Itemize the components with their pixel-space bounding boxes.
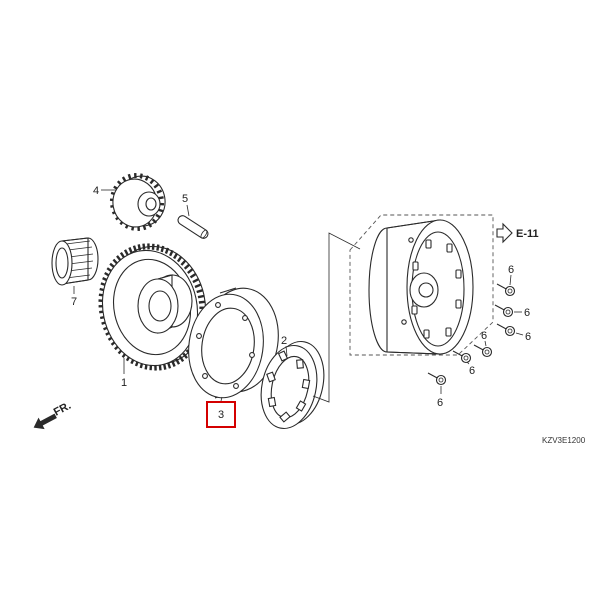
gear-part-1[interactable] <box>92 237 216 374</box>
gear-tooth <box>121 176 127 182</box>
label-part-2: 2 <box>281 335 287 347</box>
label-part-6: 6 <box>437 397 443 409</box>
gear-tooth <box>173 252 179 260</box>
needle-bearing-part-7[interactable] <box>51 237 99 286</box>
gear-tooth <box>182 352 188 359</box>
drawing-code: KZV3E1200 <box>542 436 586 445</box>
reference-label[interactable]: E-11 <box>516 228 539 240</box>
gear-tooth <box>187 268 194 274</box>
gear-tooth <box>158 196 164 200</box>
gear-tooth <box>155 213 161 219</box>
gear-tooth <box>167 362 172 369</box>
gear-tooth <box>176 256 183 263</box>
assembly-connector-line <box>312 232 361 403</box>
label-part-7: 7 <box>71 296 77 308</box>
gear-tooth <box>198 300 205 304</box>
gear-tooth <box>144 175 150 181</box>
gear-tooth <box>149 178 155 185</box>
bolt-part-6[interactable] <box>473 344 493 358</box>
gear-tooth <box>156 189 163 194</box>
pin-5-body <box>177 215 209 239</box>
bolt-part-6[interactable] <box>427 372 447 386</box>
gear-tooth <box>127 173 132 180</box>
gear-1-bore <box>148 290 172 322</box>
gear-4-bore <box>145 197 157 211</box>
flywheel-hole <box>408 237 414 243</box>
flywheel-top-edge <box>386 219 441 229</box>
gear-tooth <box>192 278 199 284</box>
gear-tooth <box>197 294 205 299</box>
gear-1-hub-top <box>157 274 173 280</box>
bearing-7-bore <box>55 247 69 279</box>
label-part-6: 6 <box>481 330 487 342</box>
gear-tooth <box>183 263 190 270</box>
reference-arrow-icon[interactable] <box>496 222 513 244</box>
gear-tooth <box>137 244 142 251</box>
bearing-7-front <box>51 240 73 286</box>
clutch-3-bore <box>201 307 255 385</box>
clutch-3-bolt-holes <box>196 302 255 389</box>
front-marker-label: FR. <box>52 400 73 419</box>
leader-part-3 <box>220 396 223 402</box>
flywheel-hole <box>401 319 407 325</box>
gear-tooth <box>147 222 153 228</box>
gear-tooth <box>139 173 143 179</box>
gear-tooth <box>189 273 197 279</box>
bearing-7-top-edge <box>61 237 89 242</box>
gear-tooth <box>128 247 133 254</box>
gear-tooth <box>142 243 146 250</box>
leader-part-2 <box>285 345 288 357</box>
label-part-1: 1 <box>121 377 127 389</box>
pin-5-end <box>200 229 208 239</box>
label-part-6: 6 <box>508 264 514 276</box>
gear-tooth <box>171 360 176 367</box>
gear-tooth <box>196 289 203 294</box>
flywheel-rotor[interactable] <box>368 219 474 355</box>
flywheel-open-rim <box>406 219 474 355</box>
label-part-6: 6 <box>525 331 531 343</box>
gear-tooth <box>153 183 159 189</box>
gear-tooth <box>175 358 181 365</box>
flywheel-hub-bore <box>418 282 434 298</box>
highlight-box-part-3 <box>206 401 236 428</box>
label-part-6: 6 <box>524 307 530 319</box>
gear-tooth <box>178 355 185 363</box>
gear-tooth <box>180 259 187 266</box>
gear-part-4[interactable] <box>109 172 169 231</box>
sprag-ring-part-2[interactable] <box>254 336 331 433</box>
clutch-3-top-edge <box>219 287 237 294</box>
flywheel-magnets <box>411 239 462 339</box>
flywheel-bottom-edge <box>386 351 441 355</box>
label-part-6: 6 <box>469 365 475 377</box>
label-part-3: 3 <box>218 409 224 421</box>
gear-tooth <box>194 283 201 289</box>
bolt-part-6[interactable] <box>452 350 472 364</box>
clutch-outer-part-3[interactable] <box>182 283 285 402</box>
flywheel-group-box <box>349 214 494 356</box>
gear-tooth <box>151 218 158 224</box>
front-arrow-icon <box>33 413 57 430</box>
gear-tooth <box>156 244 160 251</box>
gear-tooth <box>123 249 129 256</box>
label-part-4: 4 <box>93 185 99 197</box>
gear-tooth <box>169 249 174 257</box>
bolt-part-6[interactable] <box>496 283 516 297</box>
sprag-2-cages <box>266 350 311 423</box>
bolt-part-6[interactable] <box>496 323 516 337</box>
leader-part-5 <box>186 204 190 217</box>
bolt-part-6[interactable] <box>494 304 514 318</box>
gear-tooth <box>164 247 170 255</box>
gear-tooth <box>132 245 137 252</box>
gear-tooth <box>160 245 165 253</box>
pin-part-5[interactable] <box>176 214 209 240</box>
bolt-leaders <box>440 274 524 394</box>
label-part-5: 5 <box>182 193 188 205</box>
